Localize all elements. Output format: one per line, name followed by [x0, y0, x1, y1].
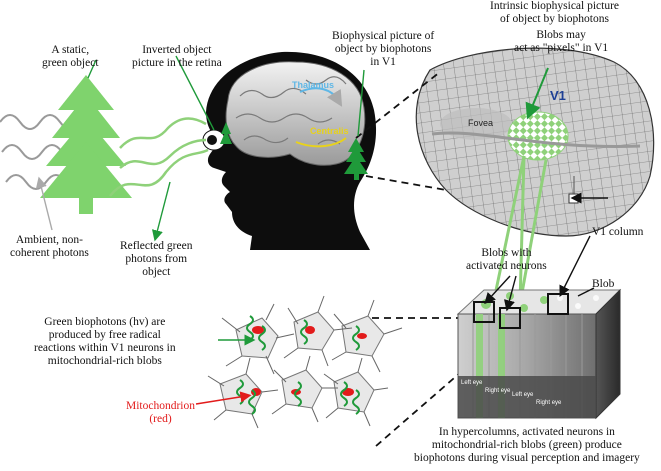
- label-line: A static,: [51, 44, 90, 56]
- green-tree-object: [40, 75, 132, 214]
- label-line: activated neurons: [466, 260, 547, 272]
- label-line: In hypercolumns, activated neurons in: [438, 426, 615, 438]
- label-line: object by biophotons: [334, 43, 432, 55]
- label-line: eye: [500, 388, 511, 394]
- label-line: produced by free radical: [48, 329, 161, 341]
- label-line: Intrinsic biophysical picture: [490, 0, 620, 12]
- left-eye-label-1: Left eye: [461, 380, 482, 386]
- right-eye-label-1: Right eye: [485, 388, 510, 394]
- v1-map-label: V1: [550, 88, 566, 103]
- label-intrinsic-picture: Intrinsic biophysical picture of object …: [490, 0, 619, 26]
- label-line: Right: [485, 388, 500, 394]
- label-blobs-activated: Blobs with activated neurons: [466, 247, 547, 273]
- label-biophysical-picture: Biophysical picture of object by biophot…: [332, 30, 434, 69]
- green-beams: [492, 155, 548, 305]
- label-line: Blobs may: [536, 29, 586, 41]
- label-ambient-photons: Ambient, non- coherent photons: [10, 234, 89, 260]
- label-line: photons from: [125, 253, 188, 265]
- label-line: (red): [149, 413, 172, 425]
- label-line: picture in the retina: [132, 57, 222, 69]
- label-inverted-picture: Inverted object picture in the retina: [132, 44, 222, 70]
- label-hypercolumns: In hypercolumns, activated neurons in mi…: [414, 426, 640, 465]
- v1-tree: [344, 138, 368, 180]
- label-line: eye: [551, 400, 562, 406]
- label-line: Green biophotons (hv) are: [44, 316, 166, 328]
- label-line: reactions within V1 neurons in: [34, 342, 176, 354]
- label-line: in V1: [370, 56, 396, 68]
- label-line: Reflected green: [120, 240, 193, 252]
- label-line: Mitochondrion: [126, 400, 195, 412]
- fovea-label: Fovea: [468, 118, 494, 128]
- label-line: Right: [536, 400, 551, 406]
- label-static-object: A static, green object: [42, 44, 99, 70]
- label-line: Left: [461, 380, 472, 386]
- v1-cortex-map: [415, 47, 655, 237]
- label-blobs-pixels: Blobs may act as "pixels" in V1: [514, 29, 608, 55]
- dashed-connectors: [355, 71, 485, 447]
- label-line: object: [142, 266, 171, 278]
- label-line: mitochondrial-rich blobs: [47, 355, 162, 367]
- label-line: eye: [472, 380, 483, 386]
- thalamus-label: Thalamus: [292, 80, 335, 90]
- label-line: Left: [512, 392, 523, 398]
- neuron-cluster: [195, 295, 403, 429]
- label-line: Biophysical picture of: [332, 30, 435, 42]
- label-line: green object: [42, 57, 99, 69]
- label-line: eye: [523, 392, 534, 398]
- left-eye-label-2: Left eye: [512, 392, 533, 398]
- label-mitochondrion: Mitochondrion (red): [126, 400, 195, 426]
- label-line: coherent photons: [10, 247, 89, 259]
- reflected-photon-waves: [109, 117, 209, 197]
- label-reflected-photons: Reflected green photons from object: [120, 240, 192, 279]
- label-line: Ambient, non-: [15, 234, 83, 246]
- label-v1-column: V1 column: [592, 226, 644, 238]
- right-eye-label-2: Right eye: [536, 400, 561, 406]
- centralis-label: Centralis: [310, 126, 349, 136]
- hypercolumn-cube: [456, 288, 622, 420]
- label-line: Blobs with: [481, 247, 532, 259]
- label-line: of object by biophotons: [500, 13, 609, 25]
- label-line: Inverted object: [142, 44, 212, 56]
- brain: [225, 61, 366, 166]
- label-blob: Blob: [592, 278, 615, 290]
- label-line: act as "pixels" in V1: [514, 42, 609, 54]
- label-green-biophotons: Green biophotons (hv) are produced by fr…: [34, 316, 176, 368]
- label-line: biophotons during visual perception and …: [414, 452, 640, 464]
- pointer-arrows: [35, 55, 608, 312]
- label-line: mitochondrial-rich blobs (green) produce: [431, 439, 622, 451]
